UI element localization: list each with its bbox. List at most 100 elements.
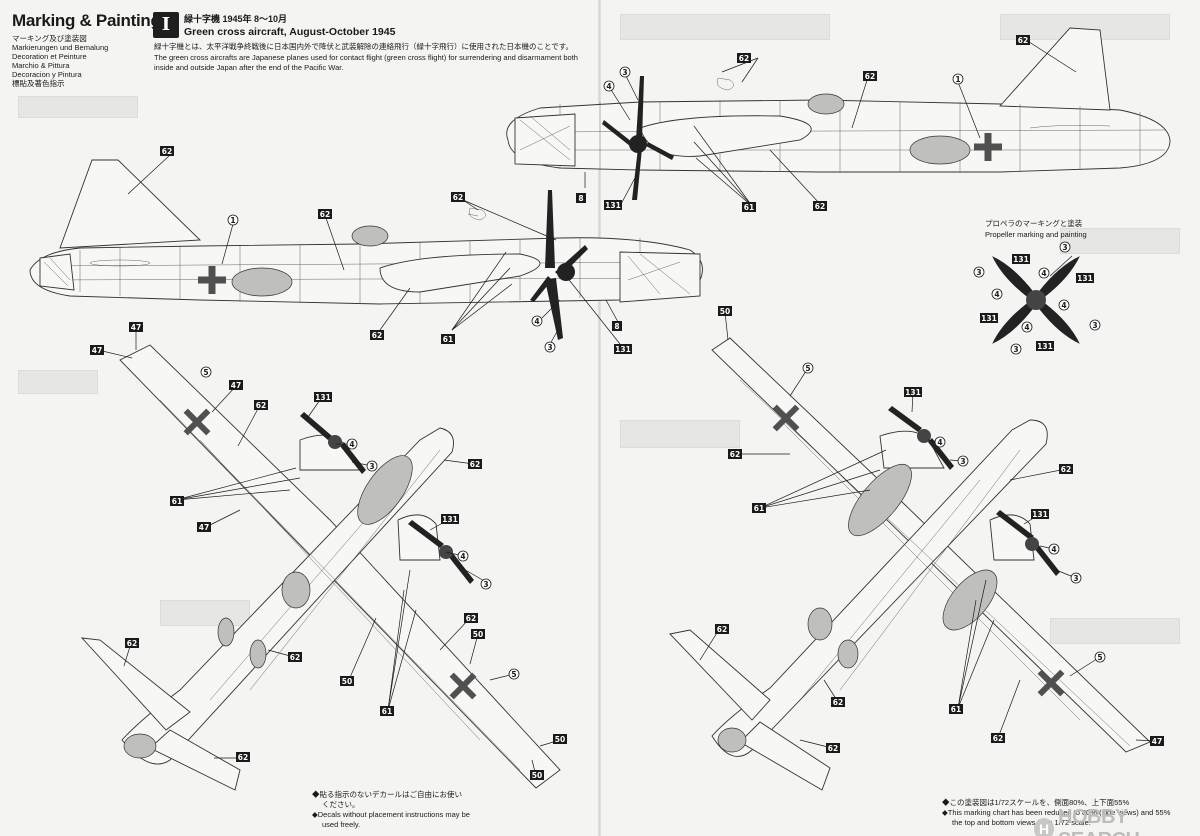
- callout-62: 62: [125, 638, 139, 648]
- bleed-through-box: [1060, 228, 1180, 254]
- subtitle-fr: Decoration et Peinture: [12, 52, 87, 61]
- svg-text:61: 61: [172, 497, 182, 506]
- svg-text:62: 62: [717, 625, 727, 634]
- callout-131: 131: [604, 200, 622, 210]
- leader-lines: [97, 39, 1157, 777]
- callout-50: 50: [340, 676, 354, 686]
- scheme-description: 緑十字機とは、太平洋戦争終戦後に日本国内外で降伏と武装解除の連絡飛行（緑十字飛行…: [154, 42, 654, 74]
- callout-1: 1: [952, 73, 964, 85]
- svg-text:3: 3: [960, 457, 965, 466]
- footnote-left-line: ◆貼る指示のないデカールはご自由にお使い: [312, 790, 462, 799]
- svg-text:4: 4: [460, 552, 465, 561]
- svg-text:131: 131: [1077, 274, 1093, 283]
- svg-text:62: 62: [828, 744, 838, 753]
- subtitle-de: Markierungen und Bemalung: [12, 43, 109, 52]
- callout-47: 47: [229, 380, 243, 390]
- callout-50: 50: [471, 629, 485, 639]
- callout-62: 62: [464, 613, 478, 623]
- svg-text:61: 61: [951, 705, 961, 714]
- svg-text:62: 62: [290, 653, 300, 662]
- callout-4: 4: [346, 438, 358, 450]
- page-title: Marking & Painting: [12, 11, 161, 30]
- subtitle-es: Decoracion y Pintura: [12, 70, 82, 79]
- svg-text:47: 47: [231, 381, 241, 390]
- svg-text:47: 47: [131, 323, 141, 332]
- callout-4: 4: [1021, 321, 1033, 333]
- svg-text:62: 62: [470, 460, 480, 469]
- callout-131: 131: [904, 387, 922, 397]
- subtitle-zh: 標貼及著色指示: [12, 79, 65, 88]
- callout-3: 3: [1070, 572, 1082, 584]
- bleed-through-box: [18, 96, 138, 118]
- svg-text:4: 4: [937, 438, 942, 447]
- svg-text:3: 3: [1062, 243, 1067, 252]
- svg-text:47: 47: [199, 523, 209, 532]
- svg-text:50: 50: [720, 307, 730, 316]
- subtitle-list: マーキング及び塗装図 Markierungen und Bemalung Dec…: [12, 34, 108, 88]
- svg-text:62: 62: [372, 331, 382, 340]
- svg-text:62: 62: [127, 639, 137, 648]
- callout-131: 131: [614, 344, 632, 354]
- callout-5: 5: [200, 366, 212, 378]
- callout-47: 47: [90, 345, 104, 355]
- svg-text:50: 50: [532, 771, 542, 780]
- watermark: H HOBBY SEARCH: [1034, 806, 1200, 836]
- svg-text:131: 131: [905, 388, 921, 397]
- svg-text:61: 61: [443, 335, 453, 344]
- callout-4: 4: [1058, 299, 1070, 311]
- footnote-right-line: ◆This marking chart has been reduced to …: [942, 808, 1171, 817]
- footnote-left-line: ◆Decals without placement instructions m…: [312, 810, 470, 819]
- svg-text:61: 61: [382, 707, 392, 716]
- svg-text:131: 131: [981, 314, 997, 323]
- callout-47: 47: [129, 322, 143, 332]
- bleed-through-box: [620, 14, 830, 40]
- bleed-through-box: [160, 600, 250, 626]
- svg-text:5: 5: [1097, 653, 1102, 662]
- bleed-through-box: [1050, 618, 1180, 644]
- callout-3: 3: [480, 578, 492, 590]
- callout-4: 4: [531, 315, 543, 327]
- subtitle-it: Marchio & Pittura: [12, 61, 70, 70]
- callout-3: 3: [1089, 319, 1101, 331]
- callout-61: 61: [752, 503, 766, 513]
- callout-8: 8: [576, 193, 586, 203]
- callout-62: 62: [991, 733, 1005, 743]
- callout-3: 3: [973, 266, 985, 278]
- subtitle-ja: マーキング及び塗装図: [12, 34, 87, 43]
- callout-3: 3: [1010, 343, 1022, 355]
- svg-text:4: 4: [534, 317, 539, 326]
- callout-4: 4: [991, 288, 1003, 300]
- svg-text:131: 131: [1013, 255, 1029, 264]
- svg-text:5: 5: [805, 364, 810, 373]
- propeller-caption: プロペラのマーキングと塗装 Propeller marking and pain…: [985, 218, 1087, 240]
- callout-4: 4: [934, 436, 946, 448]
- bleed-through-box: [620, 420, 740, 448]
- svg-text:62: 62: [238, 753, 248, 762]
- callout-61: 61: [170, 496, 184, 506]
- callout-50: 50: [530, 770, 544, 780]
- callouts: 62 62 62 62 62 62 62 62 62 62 62 62 62 6…: [90, 35, 1164, 780]
- svg-text:62: 62: [1061, 465, 1071, 474]
- callout-131: 131: [314, 392, 332, 402]
- callout-62: 62: [826, 743, 840, 753]
- svg-text:5: 5: [203, 368, 208, 377]
- callout-62: 62: [254, 400, 268, 410]
- svg-text:62: 62: [1018, 36, 1028, 45]
- svg-text:3: 3: [1073, 574, 1078, 583]
- svg-text:3: 3: [369, 462, 374, 471]
- svg-text:50: 50: [555, 735, 565, 744]
- svg-text:62: 62: [162, 147, 172, 156]
- callout-62: 62: [813, 201, 827, 211]
- svg-text:62: 62: [993, 734, 1003, 743]
- svg-text:62: 62: [320, 210, 330, 219]
- callout-131: 131: [980, 313, 998, 323]
- side-view-left: [29, 159, 703, 340]
- callout-3: 3: [619, 66, 631, 78]
- callout-3: 3: [1059, 241, 1071, 253]
- callout-62: 62: [160, 146, 174, 156]
- callout-4: 4: [1038, 267, 1050, 279]
- callout-62: 62: [831, 697, 845, 707]
- callout-131: 131: [1076, 273, 1094, 283]
- scheme-title-en: Green cross aircraft, August-October 194…: [184, 26, 396, 38]
